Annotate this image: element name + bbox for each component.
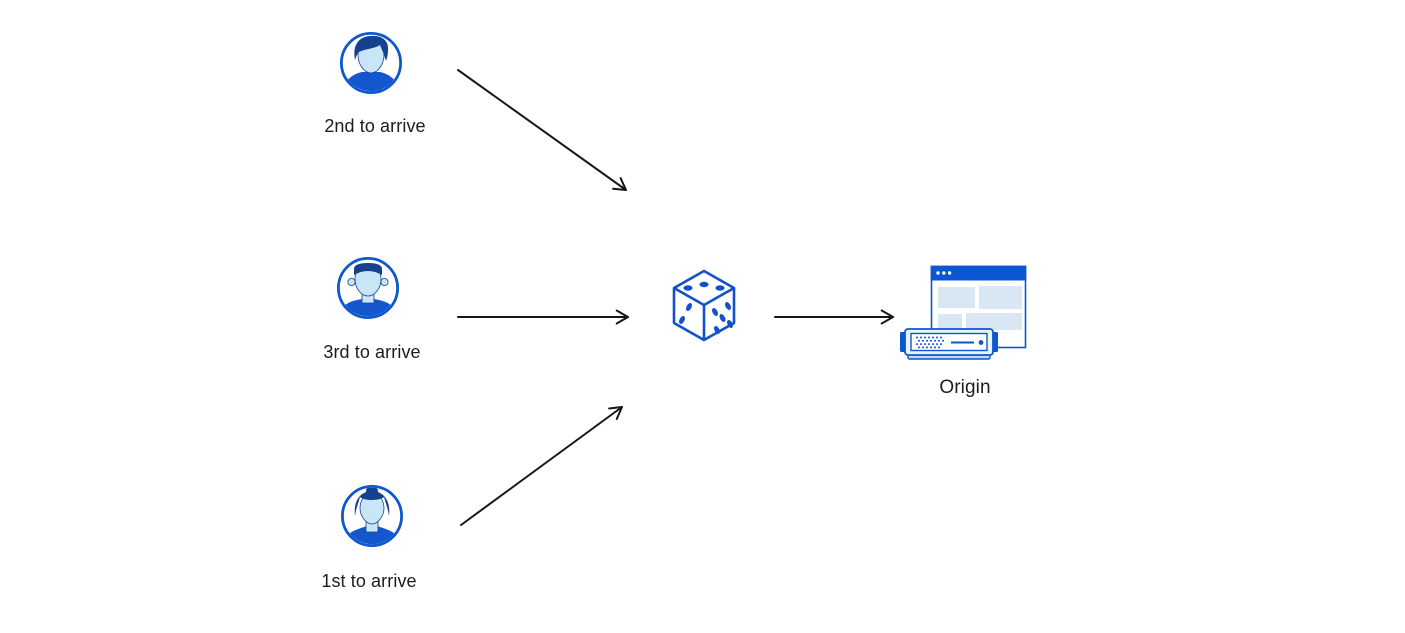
label-origin: Origin [939,377,991,398]
label-client-third: 3rd to arrive [323,342,421,362]
label-client-second: 2nd to arrive [324,116,426,136]
arrow-client-second-to-dice [457,69,627,191]
avatar-1st-icon [340,484,404,548]
origin-server-icon [900,265,1027,360]
avatar-2nd-icon [339,31,403,95]
server-rack-icon [900,328,998,360]
arrow-client-third-to-dice [457,309,629,325]
dice-icon [672,269,736,342]
label-client-first: 1st to arrive [321,571,417,591]
avatar-3rd-icon [336,256,400,320]
arrow-dice-to-origin [774,309,894,325]
arrow-client-first-to-dice [460,406,623,526]
